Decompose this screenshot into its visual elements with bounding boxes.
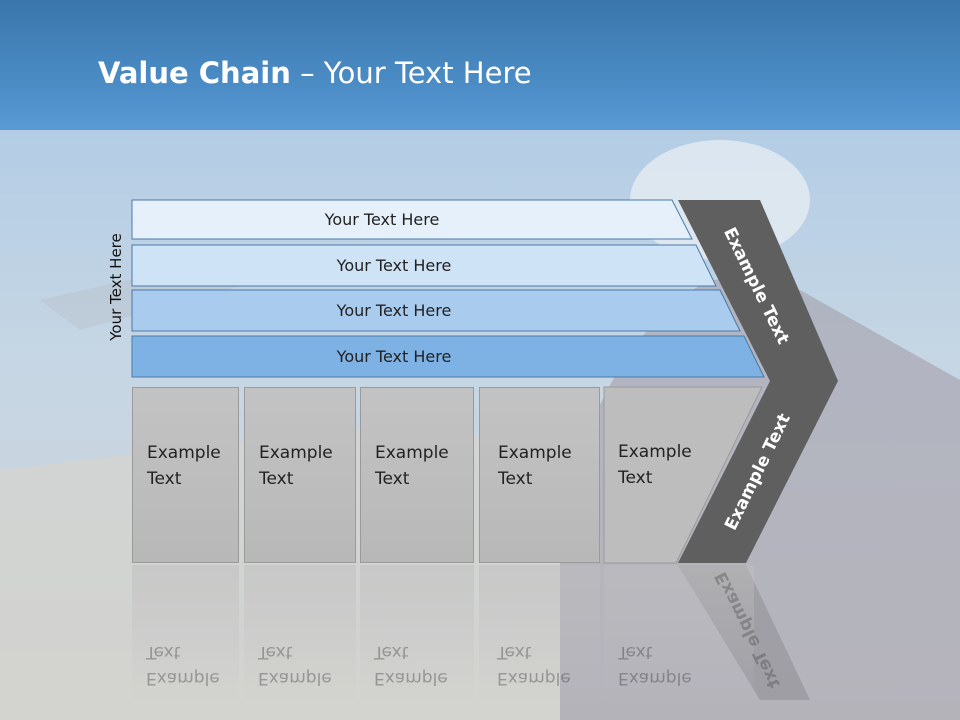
refl-line1: Example [374, 668, 448, 688]
box-line1: Example [259, 443, 333, 463]
band-shape-3 [131, 289, 741, 332]
band-label: Your Text Here [336, 256, 452, 275]
box-line1: Example [147, 443, 221, 463]
band-4: Your Text Here [132, 337, 716, 376]
box-line2: Text [498, 469, 533, 489]
band-label: Your Text Here [336, 347, 452, 366]
box-reflection-2: Example Text [244, 565, 356, 705]
box-reflection-1: Example Text [132, 565, 239, 705]
box-line2: Text [375, 469, 410, 489]
refl-line1: Example [618, 668, 692, 688]
box-line1: Example [618, 442, 692, 462]
box-line2: Text [618, 468, 653, 488]
refl-line2: Text [146, 642, 181, 662]
header-bar [0, 0, 960, 130]
band-shape-1 [131, 199, 693, 240]
band-shape-2 [131, 244, 717, 287]
box-reflection-4: Example Text [479, 565, 600, 705]
box-reflection-3: Example Text [360, 565, 474, 705]
refl-line2: Text [618, 642, 653, 662]
activity-box-4: Example Text [479, 387, 600, 563]
band-2: Your Text Here [132, 246, 716, 285]
slide-title: Value Chain – Your Text Here [98, 56, 532, 90]
band-3: Your Text Here [132, 291, 716, 330]
box-line2: Text [147, 469, 182, 489]
refl-line2: Text [258, 642, 293, 662]
title-bold: Value Chain [98, 56, 291, 90]
band-label: Your Text Here [336, 301, 452, 320]
band-label: Your Text Here [324, 210, 440, 229]
box-reflection-5: Example Text [604, 565, 754, 705]
box-line1: Example [498, 443, 572, 463]
chevron-shape [678, 200, 838, 563]
activity-box-1: Example Text [132, 387, 239, 563]
last-box-shape [603, 386, 763, 564]
refl-line2: Text [497, 642, 532, 662]
refl-line1: Example [497, 668, 571, 688]
title-rest: – Your Text Here [290, 56, 532, 90]
band-shape-4 [131, 335, 765, 378]
activity-box-3: Example Text [360, 387, 474, 563]
refl-line1: Example [146, 668, 220, 688]
refl-line1: Example [258, 668, 332, 688]
box-line1: Example [375, 443, 449, 463]
refl-line2: Text [374, 642, 409, 662]
activity-box-2: Example Text [244, 387, 356, 563]
box-line2: Text [259, 469, 294, 489]
band-1: Your Text Here [132, 200, 692, 239]
activity-box-5: Example Text [604, 387, 692, 563]
